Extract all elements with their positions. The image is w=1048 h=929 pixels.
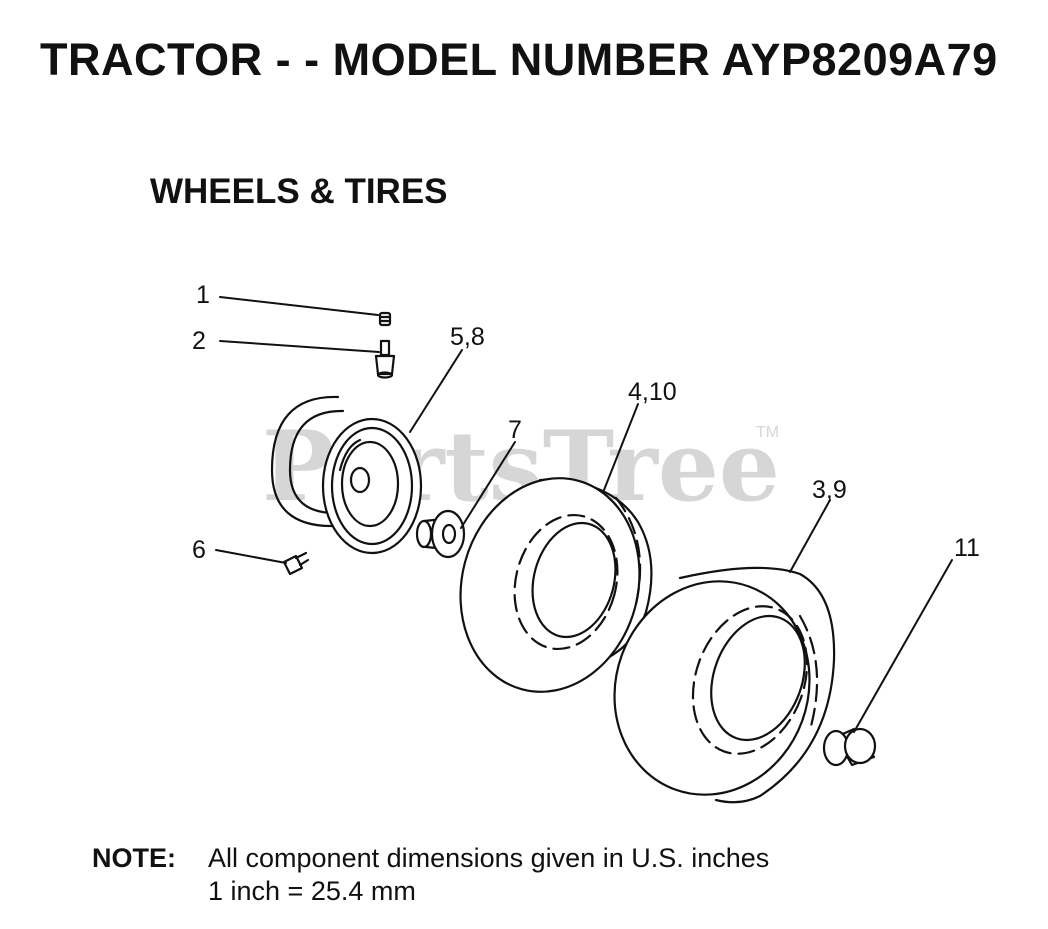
part-4-10-front-tire: [459, 477, 653, 693]
callout-7: 7: [508, 416, 522, 444]
callout-3-9: 3,9: [812, 476, 847, 504]
section-title: WHEELS & TIRES: [150, 172, 448, 211]
dimension-note: NOTE: All component dimensions given in U…: [92, 842, 769, 908]
leader-lines: [215, 296, 953, 733]
note-line-1: All component dimensions given in U.S. i…: [208, 843, 770, 873]
note-line-2: 1 inch = 25.4 mm: [208, 876, 416, 906]
part-6-lug-bolt: [282, 551, 310, 576]
callout-5-8: 5,8: [450, 323, 485, 351]
note-label: NOTE:: [92, 843, 176, 873]
callout-11: 11: [954, 534, 980, 562]
callout-1: 1: [196, 281, 210, 309]
part-2-valve-stem: [374, 339, 396, 379]
watermark-trademark: TM: [756, 424, 779, 441]
note-lines: All component dimensions given in U.S. i…: [208, 842, 769, 908]
part-11-hub-cap: [822, 727, 877, 767]
part-1-valve-cap: [378, 311, 392, 327]
callout-2: 2: [192, 327, 206, 355]
part-3-9-rear-tire: [613, 566, 836, 804]
part-7-bushing: [415, 509, 466, 559]
callout-4-10: 4,10: [628, 378, 677, 406]
page-title: TRACTOR - - MODEL NUMBER AYP8209A79: [40, 34, 998, 85]
callout-6: 6: [192, 536, 206, 564]
part-5-8-wheel-rim: [270, 395, 423, 555]
